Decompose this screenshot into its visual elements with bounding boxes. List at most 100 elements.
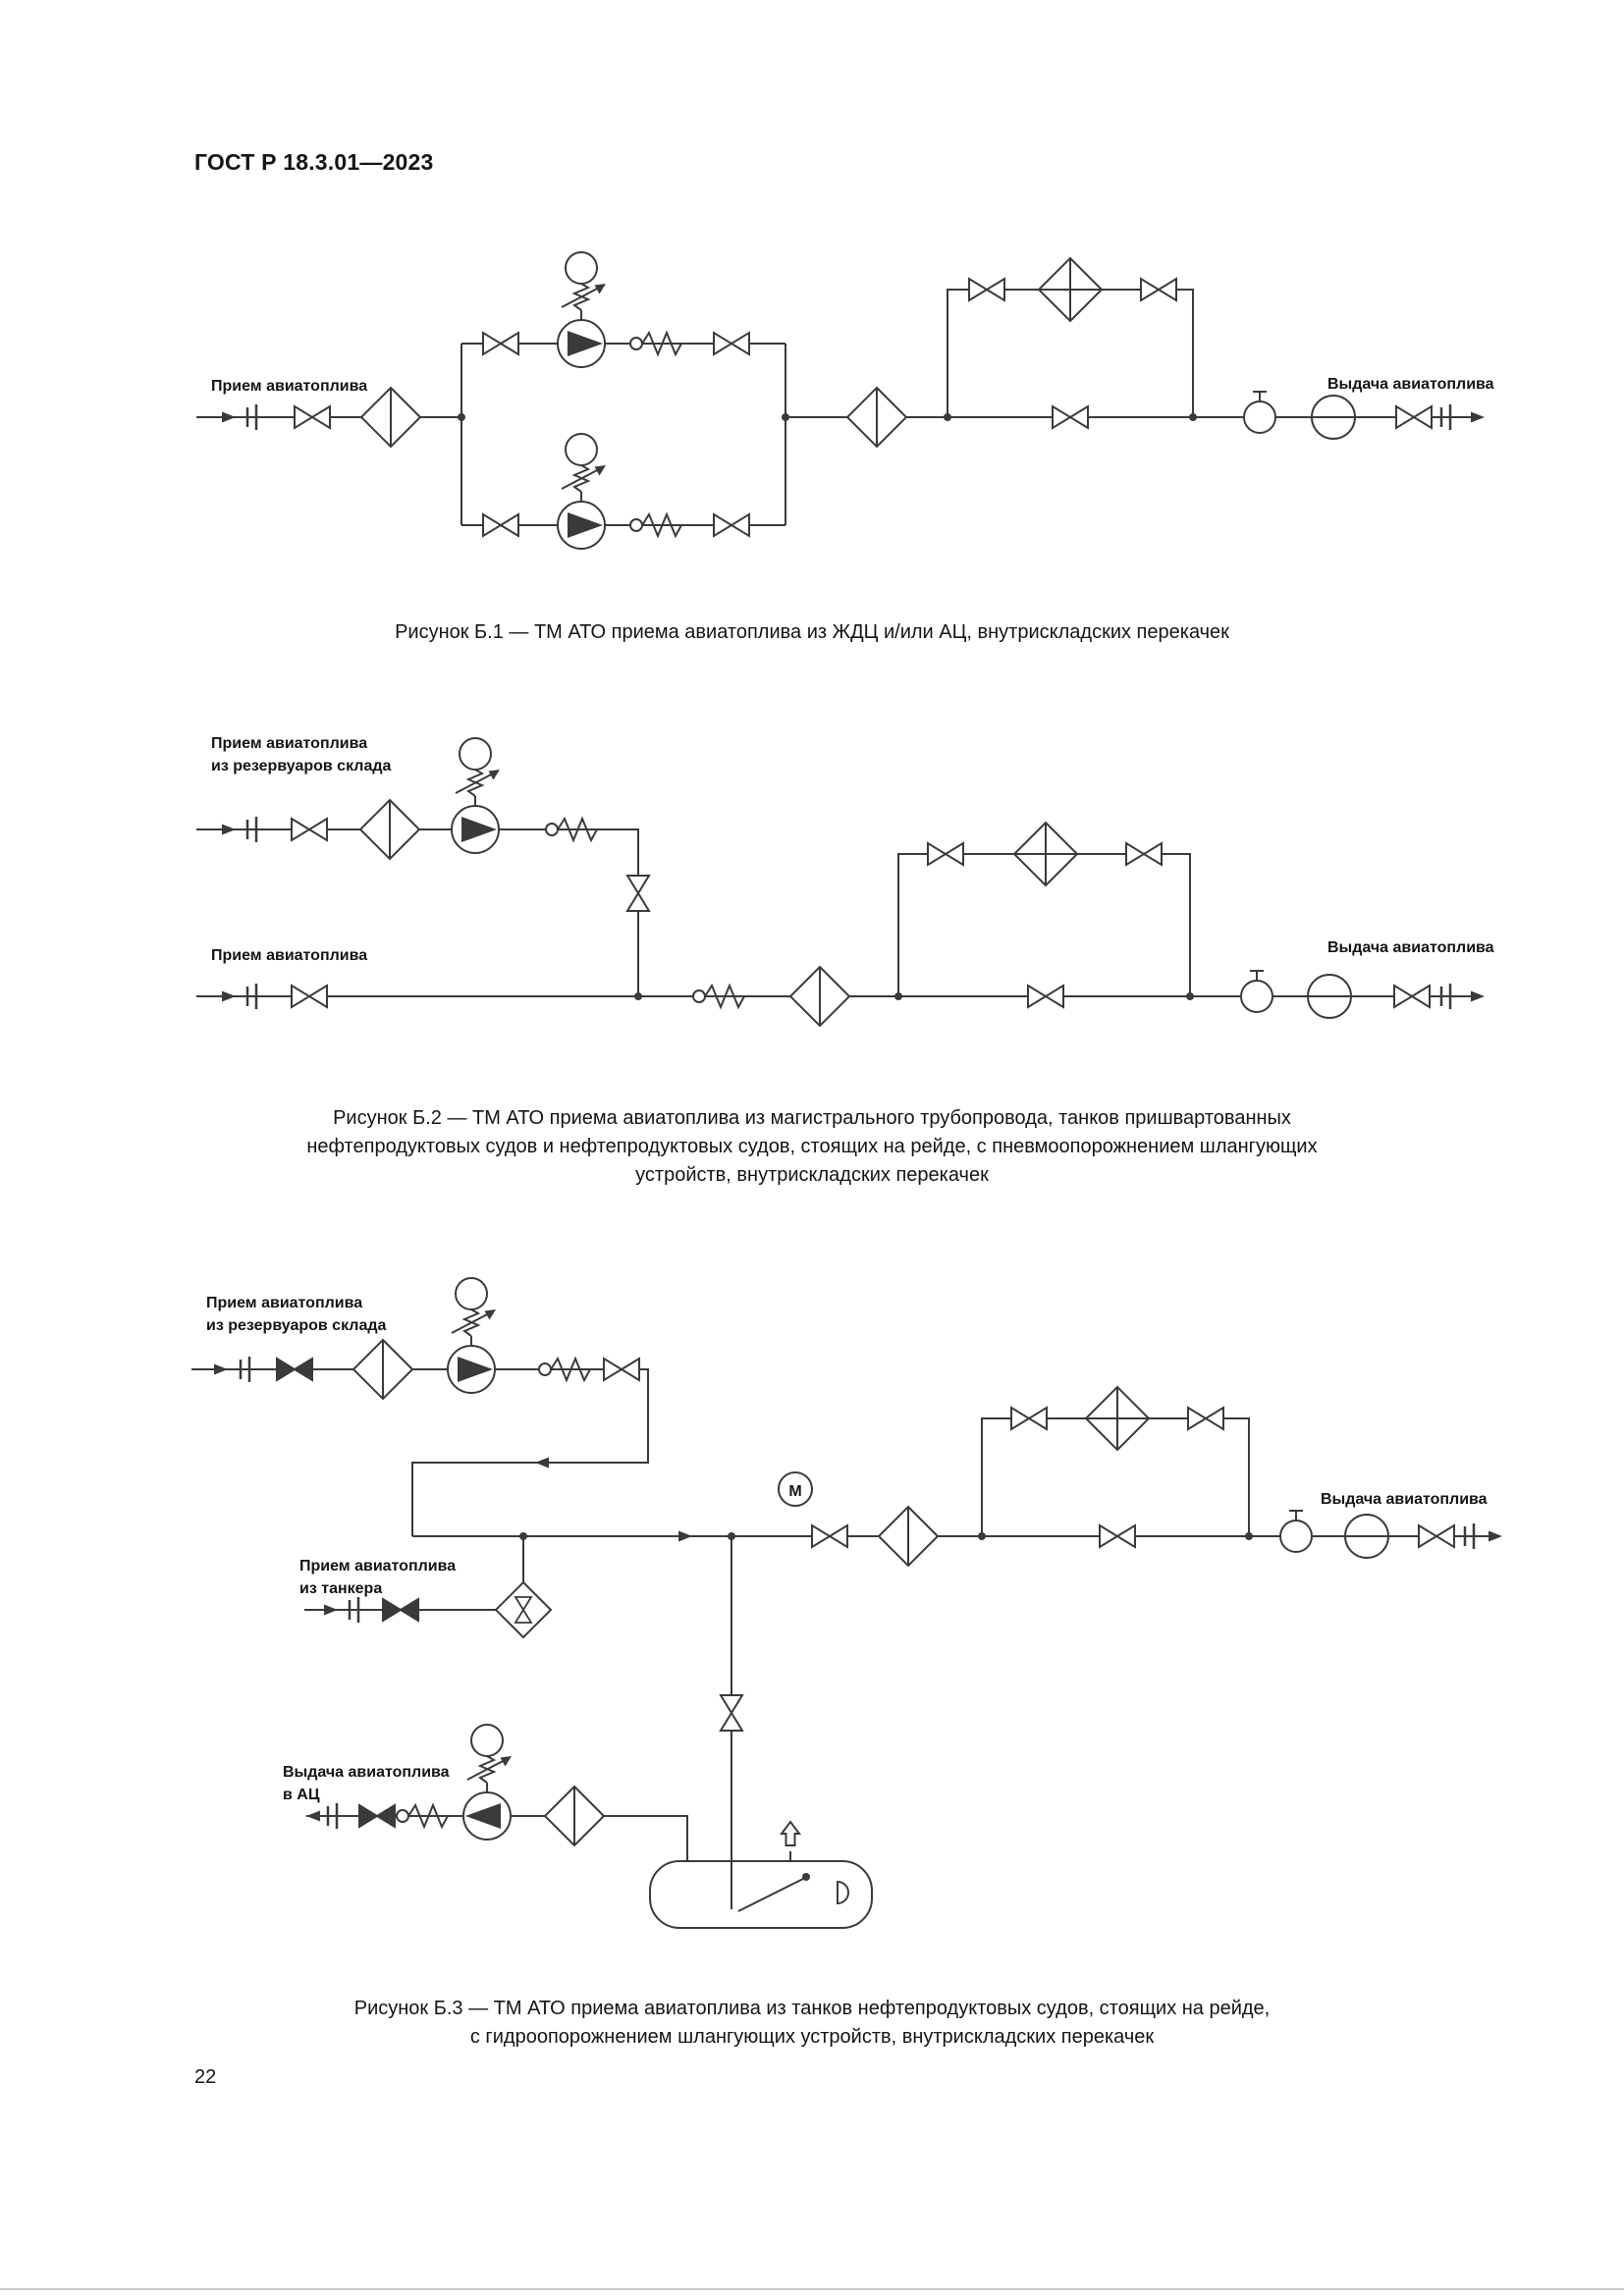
valve-closed-icon [276, 1358, 313, 1381]
figure-b1-diagram: Прием авиатоплива Выдача авиатоплива [196, 251, 1494, 550]
pipeline [191, 1368, 1492, 1912]
float-pivot-dot [802, 1873, 810, 1881]
inlet-label: Прием авиатоплива [211, 378, 367, 395]
flow-arrow-icon [222, 411, 236, 423]
valve-icon [713, 513, 750, 537]
flow-meter-icon [1243, 391, 1276, 434]
inlet-depot-label-line1: Прием авиатоплива [211, 735, 367, 752]
pump-with-actuator-icon [447, 1277, 497, 1394]
drain-tank [649, 1860, 873, 1929]
flow-arrow-icon [222, 990, 236, 1002]
filter-with-valve-icon [495, 1581, 552, 1638]
inlet-tanker-label-line2: из танкера [299, 1580, 382, 1597]
valve-closed-icon [358, 1804, 396, 1828]
junction-dot [728, 1532, 735, 1540]
outlet-ac-label-line2: в АЦ [283, 1787, 320, 1803]
pump-with-actuator-icon [451, 737, 501, 854]
sight-glass-icon [1344, 1514, 1389, 1559]
float-icon [837, 1880, 849, 1905]
flow-arrow-icon [306, 1810, 320, 1822]
valve-icon [1099, 1524, 1136, 1548]
caption-line: Рисунок Б.3 — ТМ АТО приема авиатоплива … [353, 1998, 1271, 2019]
caption-line: с гидроопорожнением шлангующих устройств… [469, 2026, 1155, 2048]
filter-icon [359, 799, 420, 860]
valve-closed-icon [382, 1598, 419, 1622]
sight-glass-icon [1307, 974, 1352, 1019]
flow-meter-icon [1279, 1510, 1313, 1553]
flow-arrow-icon [214, 1363, 228, 1375]
valve-icon [1393, 985, 1431, 1008]
flow-arrow-icon [324, 1604, 338, 1616]
flow-arrow-icon [1471, 990, 1485, 1002]
inlet-tanker-label-line1: Прием авиатоплива [299, 1558, 456, 1575]
valve-icon [927, 842, 964, 866]
junction-dot [519, 1532, 527, 1540]
junction-dot [634, 992, 642, 1000]
valve-icon [1125, 842, 1163, 866]
junction-dot [978, 1532, 986, 1540]
filter-icon [789, 966, 850, 1027]
figure-b3-diagram: М Прием авиатоплива из резервуаров ск [191, 1277, 1502, 1929]
figure-b2-diagram: Прием авиатоплива из резервуаров склада … [196, 735, 1494, 1027]
flow-arrow-icon [678, 1530, 692, 1542]
page-number: 22 [194, 2066, 217, 2088]
page-bottom-rule [0, 2288, 1624, 2290]
junction-dot [1186, 992, 1194, 1000]
pump-with-actuator-icon [462, 1724, 513, 1841]
valve-icon [1187, 1407, 1224, 1430]
outlet-label: Выдача авиатоплива [1327, 376, 1494, 393]
filter-separator-icon [1085, 1386, 1150, 1451]
valve-icon [1010, 1407, 1048, 1430]
filter-icon [352, 1339, 413, 1400]
junction-dot [1189, 413, 1197, 421]
caption-line: Рисунок Б.2 — ТМ АТО приема авиатоплива … [333, 1107, 1291, 1129]
flow-arrow-icon [222, 824, 236, 835]
valve-icon [603, 1358, 640, 1381]
valve-icon [720, 1694, 743, 1732]
inlet-depot-label-line2: из резервуаров склада [211, 758, 391, 774]
filter-icon [846, 387, 907, 448]
valve-icon [1027, 985, 1064, 1008]
filter-separator-icon [1013, 822, 1078, 886]
pump-with-actuator-icon [557, 433, 607, 550]
standard-number: ГОСТ Р 18.3.01—2023 [194, 149, 434, 175]
inlet-depot-label-line1: Прием авиатоплива [206, 1295, 362, 1311]
figure-b3-caption: Рисунок Б.3 — ТМ АТО приема авиатоплива … [135, 1995, 1489, 2052]
valve-icon [291, 818, 328, 841]
valve-icon [713, 332, 750, 355]
outlet-label: Выдача авиатоплива [1327, 939, 1494, 956]
outlet-ac-label-line1: Выдача авиатоплива [283, 1764, 450, 1781]
flow-arrow-icon [1471, 411, 1485, 423]
valve-icon [1140, 278, 1177, 301]
valve-icon [1395, 405, 1433, 429]
flow-meter-icon [1240, 970, 1273, 1013]
pump-with-actuator-icon [557, 251, 607, 368]
caption-line: Рисунок Б.1 — ТМ АТО приема авиатоплива … [395, 621, 1229, 643]
vent-icon [781, 1821, 800, 1846]
inlet-label: Прием авиатоплива [211, 947, 367, 964]
junction-dot [458, 413, 465, 421]
valve-icon [294, 405, 331, 429]
caption-line: нефтепродуктовых судов и нефтепродуктовы… [306, 1136, 1318, 1157]
junction-dot [1245, 1532, 1253, 1540]
valve-icon [482, 332, 519, 355]
filter-icon [878, 1506, 939, 1567]
valve-icon [1052, 405, 1089, 429]
inlet-depot-label-line2: из резервуаров склада [206, 1317, 386, 1334]
valve-icon [1418, 1524, 1455, 1548]
junction-dot [782, 413, 789, 421]
filter-icon [544, 1786, 605, 1846]
valve-icon [482, 513, 519, 537]
sight-glass-icon [1311, 395, 1356, 440]
valve-icon [291, 985, 328, 1008]
filter-icon [360, 387, 421, 448]
filter-separator-icon [1038, 257, 1103, 322]
valve-icon [626, 875, 650, 912]
figure-b1-caption: Рисунок Б.1 — ТМ АТО приема авиатоплива … [135, 618, 1489, 647]
flow-arrow-icon [1489, 1530, 1502, 1542]
flow-arrow-icon [535, 1457, 549, 1468]
junction-dot [944, 413, 951, 421]
junction-dot [894, 992, 902, 1000]
outlet-label: Выдача авиатоплива [1321, 1491, 1488, 1508]
